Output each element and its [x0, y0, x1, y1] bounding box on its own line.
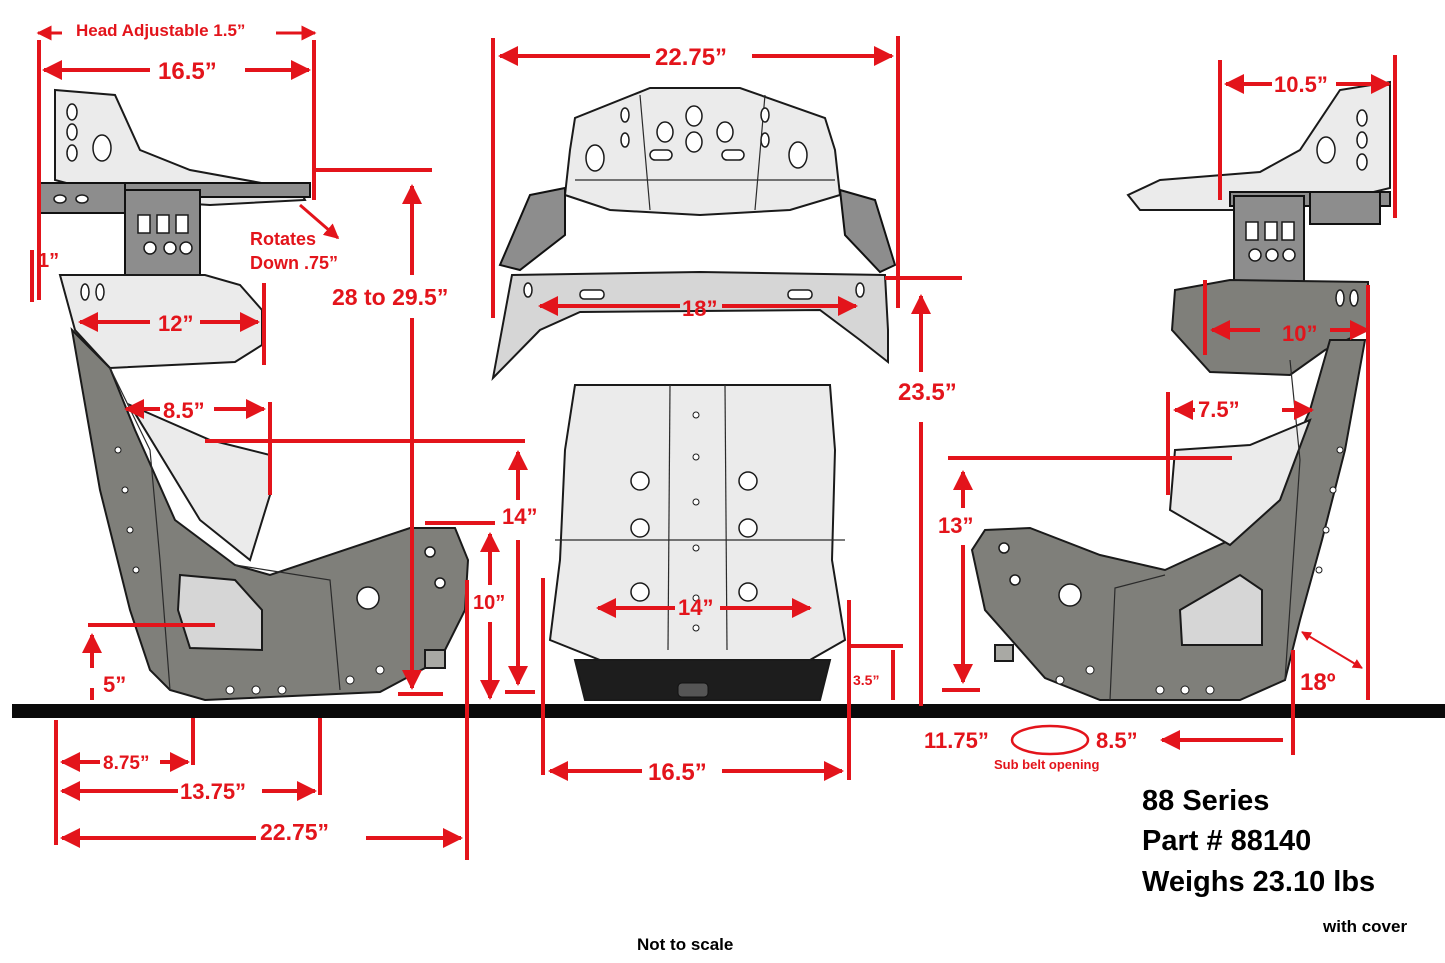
- shoulder-right-label: 10”: [1282, 321, 1317, 346]
- head-adjustable-label: Head Adjustable 1.5”: [76, 21, 245, 40]
- right-dimension-lines: [942, 55, 1397, 756]
- hip-width-label: 14”: [678, 595, 713, 620]
- belt-height-label: 5”: [103, 672, 126, 697]
- weight-label: Weighs 23.10 lbs: [1142, 866, 1375, 898]
- height-range-label: 28 to 29.5”: [332, 284, 448, 310]
- side-support-left-label: 8.5”: [163, 398, 205, 423]
- right-side-seat: [970, 80, 1391, 701]
- depth-a-label: 8.75”: [103, 753, 149, 774]
- front-seat: [491, 87, 897, 701]
- side-height-left-label: 14”: [502, 504, 537, 529]
- rotates-label: Rotates: [250, 229, 316, 249]
- left-side-seat: [39, 88, 470, 702]
- base-height-label: 3.5”: [853, 672, 879, 688]
- scale-note-label: Not to scale: [637, 935, 733, 954]
- shoulder-width-label: 18”: [682, 296, 717, 321]
- part-number-label: Part # 88140: [1142, 825, 1311, 857]
- front-dimension-lines: [491, 36, 962, 781]
- cover-note-label: with cover: [1322, 917, 1407, 936]
- top-width-label: 22.75”: [655, 44, 727, 71]
- angle-label: 18º: [1300, 669, 1336, 696]
- left-dimension-lines: [30, 25, 535, 860]
- side-height-right-label: 13”: [938, 513, 973, 538]
- depth-c-label: 22.75”: [260, 819, 329, 845]
- one-inch-label: 1”: [38, 250, 59, 272]
- base-width-label: 16.5”: [648, 759, 707, 786]
- side-support-right-label: 7.5”: [1198, 397, 1240, 422]
- ground-line: [12, 704, 1445, 718]
- head-width-right-label: 10.5”: [1274, 72, 1328, 97]
- sub-belt-front-label: 11.75”: [924, 728, 989, 753]
- back-height-label: 23.5”: [898, 379, 957, 406]
- depth-b-label: 13.75”: [180, 779, 246, 804]
- head-width-left-label: 16.5”: [158, 58, 217, 85]
- series-label: 88 Series: [1142, 785, 1269, 817]
- rotates-down-label: Down .75”: [250, 253, 338, 273]
- seat-height-label: 10”: [473, 592, 505, 614]
- shoulder-left-label: 12”: [158, 311, 193, 336]
- sub-belt-rear-label: 8.5”: [1096, 728, 1138, 753]
- sub-belt-opening-label: Sub belt opening: [994, 757, 1099, 772]
